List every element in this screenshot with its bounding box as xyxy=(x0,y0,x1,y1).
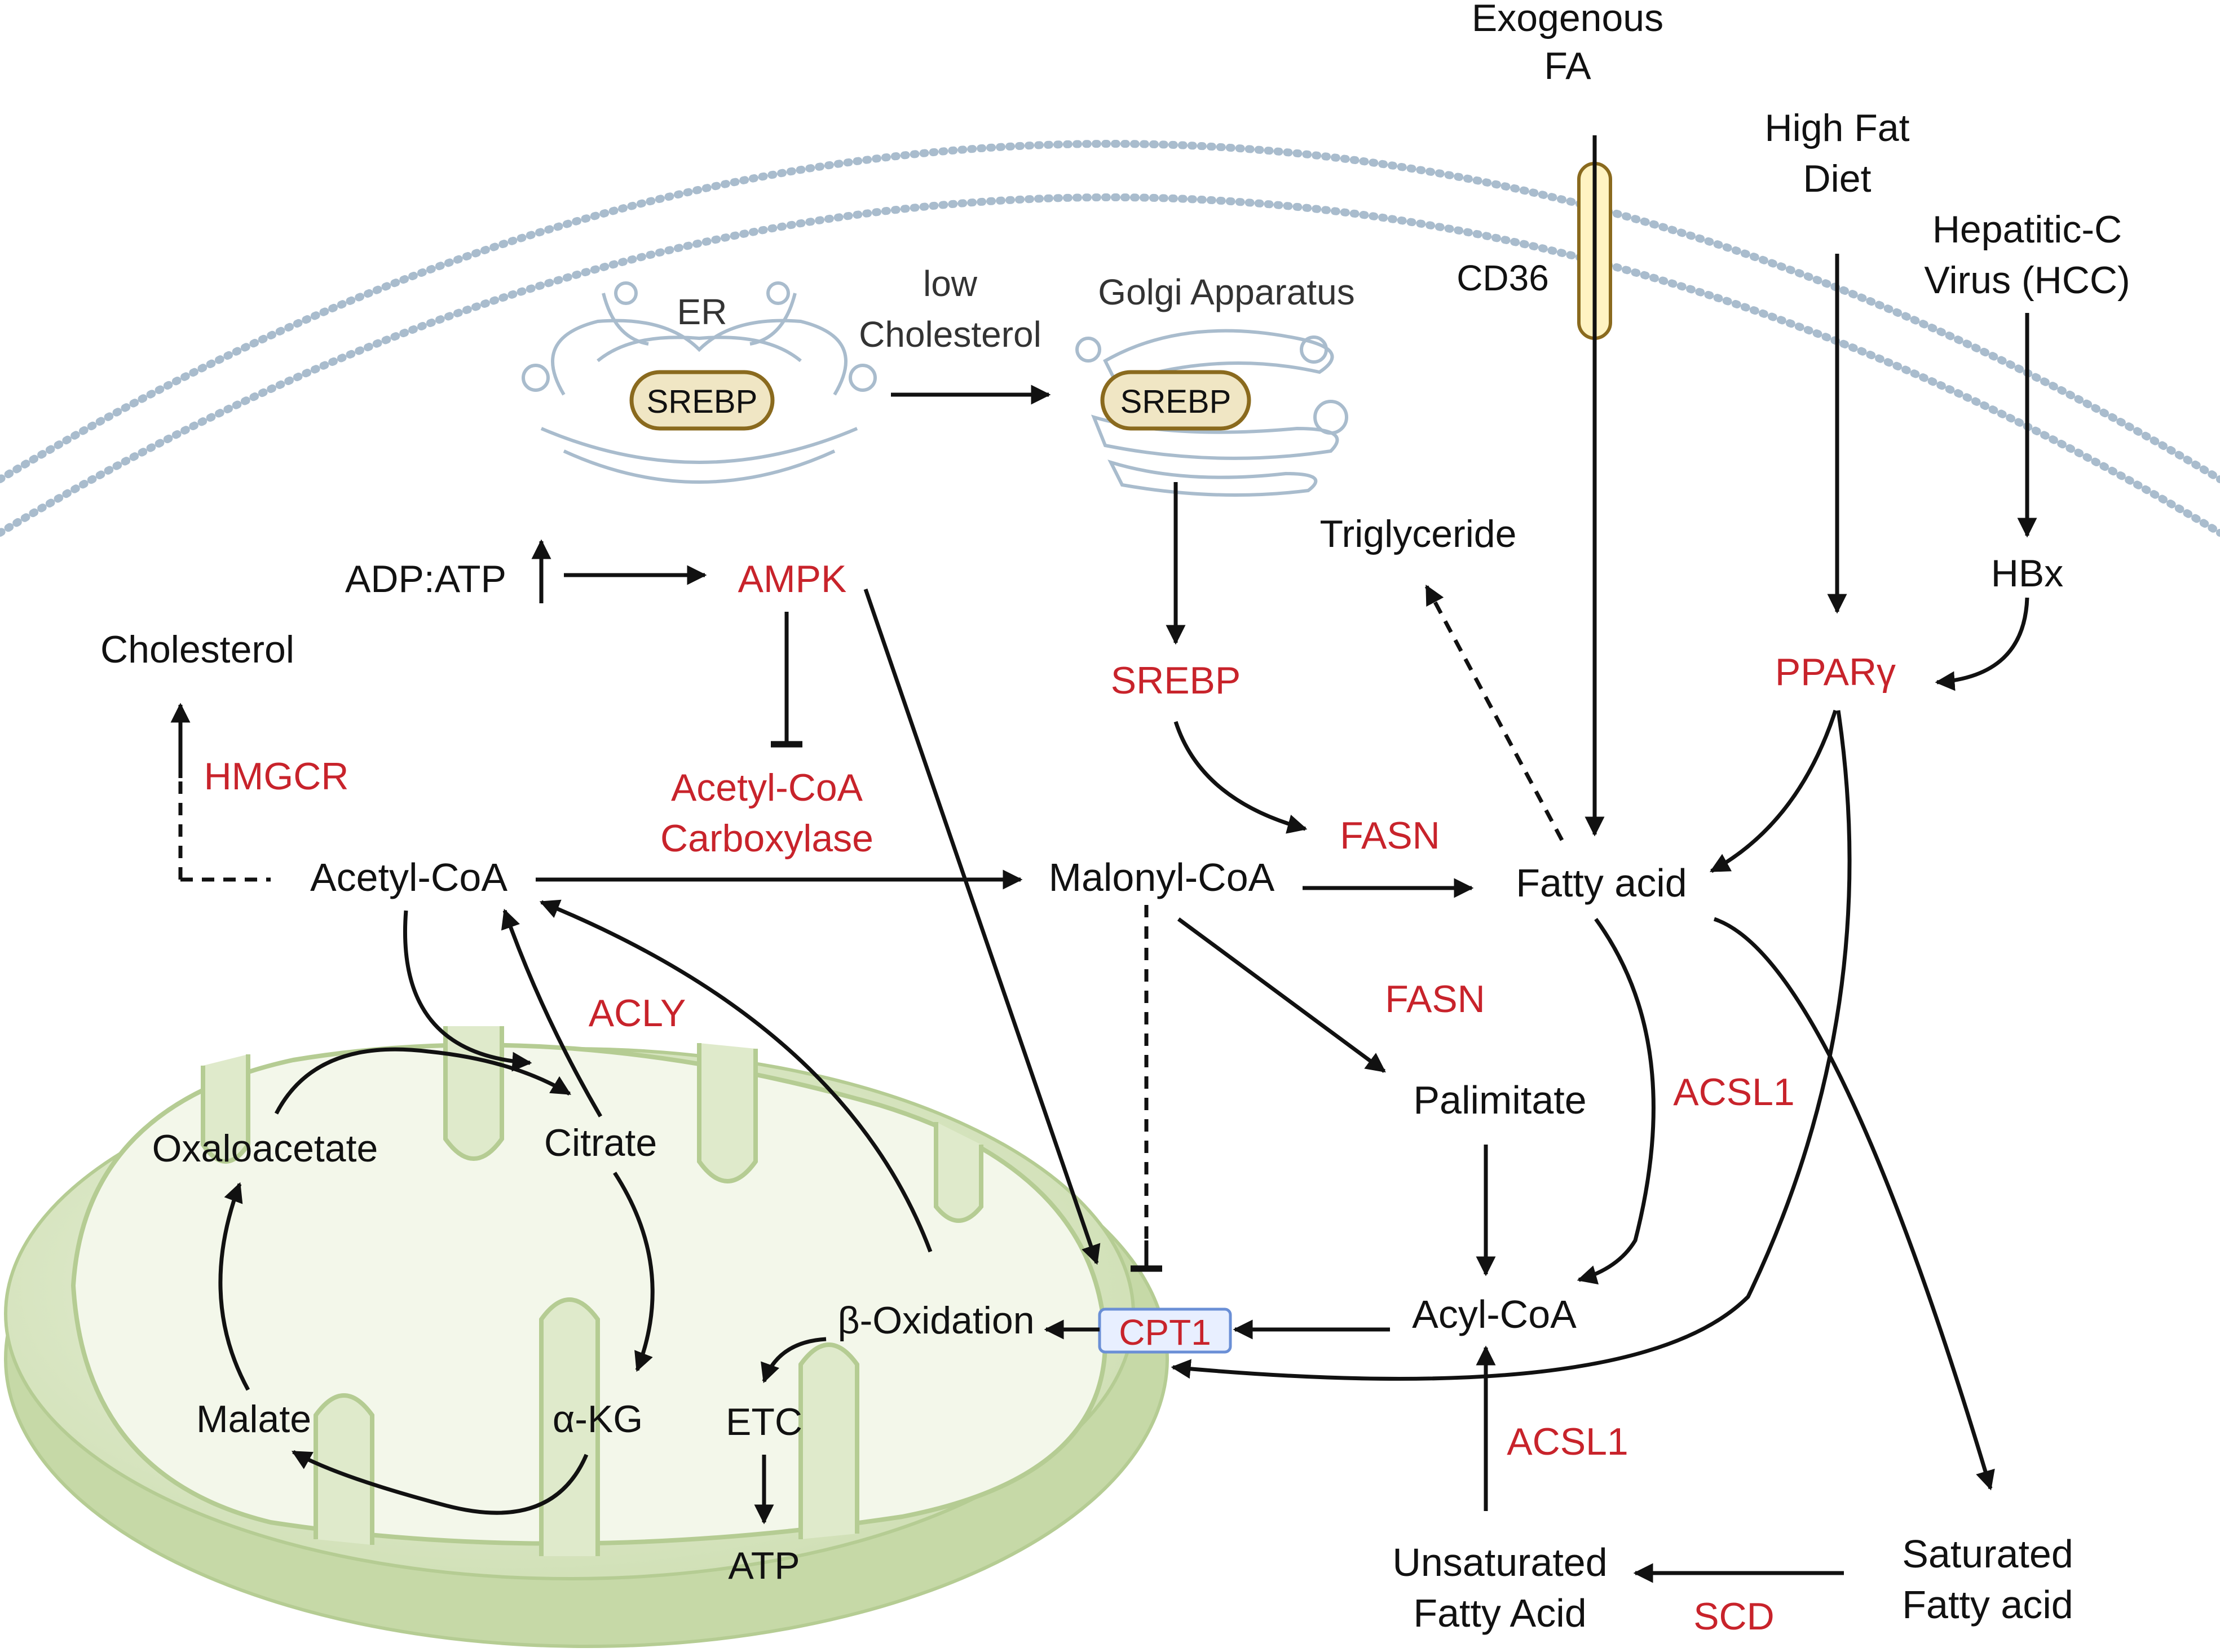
cell-membrane xyxy=(0,140,2220,537)
low-cholesterol-label-1: low xyxy=(923,263,978,304)
alpha-kg-label: α-KG xyxy=(553,1398,643,1441)
citrate-label: Citrate xyxy=(544,1121,657,1164)
saturated-fa-label-2: Fatty acid xyxy=(1902,1583,2073,1627)
hcv-label-1: Hepatitic-C xyxy=(1932,208,2122,251)
unsaturated-fa-label-2: Fatty Acid xyxy=(1413,1591,1586,1635)
fasn-label-1: FASN xyxy=(1340,814,1440,857)
hcv-label-2: Virus (HCC) xyxy=(1924,259,2130,302)
fasn-label-2: FASN xyxy=(1385,978,1485,1021)
acyl-coa-label: Acyl-CoA xyxy=(1412,1292,1577,1336)
cpt1-label: CPT1 xyxy=(1119,1312,1211,1353)
exogenous-fa-label-1: Exogenous xyxy=(1472,0,1663,39)
er-label: ER xyxy=(677,291,727,332)
acsl1-label-2: ACSL1 xyxy=(1507,1420,1628,1463)
srebp-golgi-capsule xyxy=(1100,370,1251,431)
acly-label: ACLY xyxy=(589,992,686,1035)
low-cholesterol-label-2: Cholesterol xyxy=(859,314,1041,355)
oxaloacetate-label: Oxaloacetate xyxy=(152,1127,378,1170)
srebp-golgi-label: SREBP xyxy=(1120,383,1232,420)
hbx-label: HBx xyxy=(1991,552,2063,595)
high-fat-diet-label-1: High Fat xyxy=(1765,107,1910,149)
labels: Exogenous FA High Fat Diet Hepatitic-C V… xyxy=(100,0,2130,1638)
hmgcr-label: HMGCR xyxy=(204,755,349,798)
golgi-organelle xyxy=(1075,329,1348,497)
triglyceride-label: Triglyceride xyxy=(1320,513,1517,555)
scd-label: SCD xyxy=(1693,1595,1775,1638)
ppar-gamma-label: PPARγ xyxy=(1775,651,1896,694)
palimitate-label: Palimitate xyxy=(1413,1078,1586,1122)
srebp-er-label: SREBP xyxy=(647,383,758,420)
srebp-er-capsule xyxy=(629,370,775,431)
er-organelle xyxy=(522,281,877,484)
etc-label: ETC xyxy=(726,1401,802,1443)
mitochondrion xyxy=(4,1026,1169,1648)
cholesterol-label: Cholesterol xyxy=(100,628,294,671)
fatty-acid-label: Fatty acid xyxy=(1516,861,1687,905)
atp-label: ATP xyxy=(728,1544,800,1587)
saturated-fa-label-1: Saturated xyxy=(1902,1532,2073,1576)
pathway-arrows xyxy=(170,135,2037,1583)
acc-label-1: Acetyl-CoA xyxy=(671,766,863,809)
golgi-label: Golgi Apparatus xyxy=(1098,272,1354,312)
acetyl-coa-label: Acetyl-CoA xyxy=(310,855,507,899)
beta-oxidation-label: β-Oxidation xyxy=(837,1299,1034,1342)
acc-label-2: Carboxylase xyxy=(660,817,873,860)
adp-atp-label: ADP:ATP xyxy=(345,558,506,600)
malate-label: Malate xyxy=(196,1398,311,1441)
malonyl-coa-label: Malonyl-CoA xyxy=(1049,855,1275,899)
ampk-label: AMPK xyxy=(738,558,847,600)
unsaturated-fa-label-1: Unsaturated xyxy=(1392,1540,1607,1584)
high-fat-diet-label-2: Diet xyxy=(1803,157,1872,200)
cd36-label: CD36 xyxy=(1457,258,1549,298)
acsl1-label-1: ACSL1 xyxy=(1673,1071,1794,1114)
exogenous-fa-label-2: FA xyxy=(1544,45,1591,87)
srebp-label: SREBP xyxy=(1111,659,1241,702)
